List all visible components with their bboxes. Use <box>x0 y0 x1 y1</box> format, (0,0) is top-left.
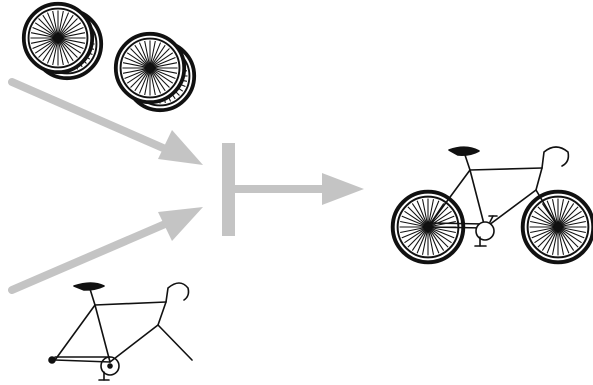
wheel-pair-left <box>24 4 101 78</box>
junction-bar <box>222 143 235 236</box>
wheel-pair-right <box>116 34 194 110</box>
bicycle-frame <box>49 283 192 380</box>
complete-bicycle <box>393 147 593 262</box>
arrow-junction-to-bicycle <box>235 173 364 205</box>
arrow-frame-to-junction <box>12 207 203 290</box>
